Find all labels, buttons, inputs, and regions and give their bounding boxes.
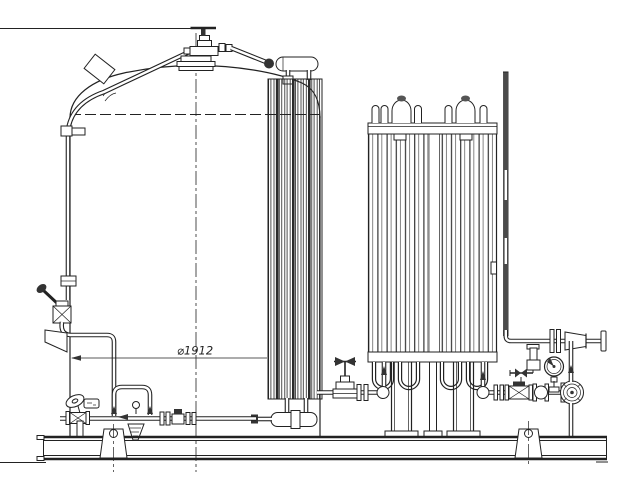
safety-relief-valve xyxy=(526,347,541,373)
diameter-label: ⌀1912 xyxy=(177,344,213,358)
valve-stem xyxy=(201,27,206,36)
valve-tag xyxy=(83,398,100,409)
pipe-union-ball xyxy=(264,58,274,69)
vaporizer-feed-elbow xyxy=(376,386,390,399)
bottom-fill-manifold xyxy=(60,384,256,441)
base-skid xyxy=(36,435,608,463)
lever-knob xyxy=(36,283,47,294)
top-fill-valve xyxy=(183,26,219,56)
line-valve xyxy=(504,381,533,401)
vaporizer-top-plate xyxy=(367,122,498,135)
fill-line-piping xyxy=(36,49,190,416)
reference-lines xyxy=(0,28,191,463)
tank-side-vaporizer xyxy=(251,78,323,429)
diameter-dimension: ⌀1912 xyxy=(71,344,267,361)
pressure-regulator-end-view xyxy=(560,380,584,405)
vaporizer-discharge-elbow xyxy=(476,386,490,399)
pressure-gauge xyxy=(543,356,565,393)
pipe-clamp xyxy=(60,125,73,137)
top-fill-valve-assembly xyxy=(176,26,319,85)
head-nameplate xyxy=(83,53,116,85)
vaporizer-dome-caps xyxy=(391,95,476,123)
vaporizer-tube-caps xyxy=(371,105,488,123)
vent-riser-line xyxy=(503,71,607,353)
gusset-plate xyxy=(44,329,68,353)
discharge-manifold xyxy=(476,341,584,437)
lifting-lug-right xyxy=(514,421,543,467)
blind-flange xyxy=(600,330,607,352)
tank-top-flange-stack xyxy=(176,55,216,71)
dimension-arrowhead xyxy=(71,355,81,361)
vaporizer-feed-line xyxy=(317,357,390,401)
vaporizer-bottom-plate xyxy=(367,351,498,363)
fill-line-lever-valve xyxy=(36,283,72,324)
support-post xyxy=(76,420,84,438)
coil-stripe xyxy=(276,79,279,399)
reducer-cone xyxy=(564,331,587,351)
check-valve xyxy=(532,383,549,402)
manifold-union xyxy=(171,413,185,425)
ambient-vaporizer xyxy=(367,95,498,438)
lifting-lug-left xyxy=(99,424,128,472)
vaporizer-legs xyxy=(384,362,481,438)
vaporizer-feed-valve xyxy=(332,357,358,399)
pressure-build-header xyxy=(275,56,319,72)
vaporizer-side-tab xyxy=(490,261,497,275)
instrument-valve xyxy=(509,368,533,384)
flow-arrows xyxy=(111,406,153,420)
